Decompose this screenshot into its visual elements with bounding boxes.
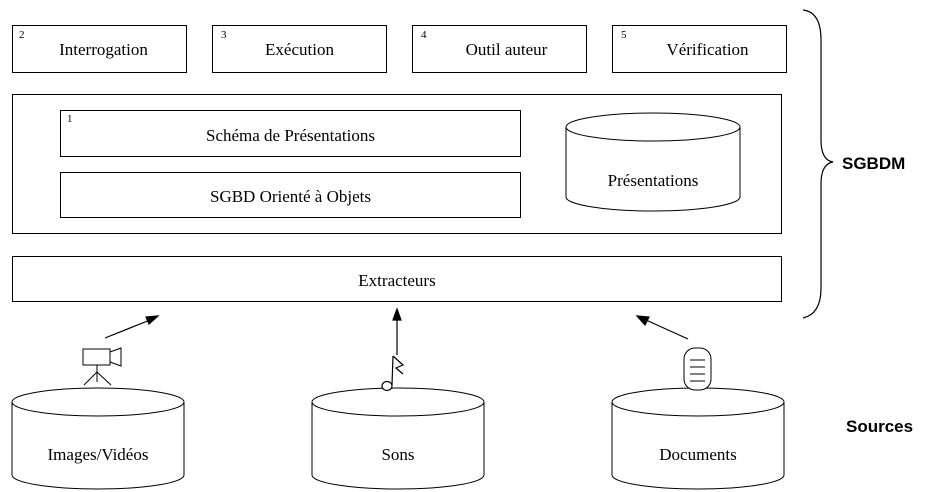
sons-cylinder	[311, 387, 485, 490]
sgbd-label: SGBD Orienté à Objets	[209, 187, 371, 206]
documents-cylinder	[611, 387, 785, 490]
presentations-cylinder	[565, 112, 741, 212]
extractors-box: Extracteurs	[12, 256, 782, 302]
module-number: 2	[19, 29, 25, 41]
module-execution: 3 Exécution	[212, 25, 387, 73]
module-interrogation: 2 Interrogation	[12, 25, 187, 73]
music-note-icon	[381, 355, 405, 392]
schema-box: 1 Schéma de Présentations	[60, 110, 521, 157]
module-label: Exécution	[265, 40, 334, 59]
module-number: 3	[221, 29, 227, 41]
sgbd-box: SGBD Orienté à Objets	[60, 172, 521, 218]
presentations-store-label: Présentations	[607, 171, 699, 190]
source-label-images-videos: Images/Vidéos	[47, 445, 149, 464]
module-label: Outil auteur	[465, 40, 548, 59]
images-videos-cylinder	[11, 387, 185, 490]
source-label-sons: Sons	[381, 445, 415, 464]
arrow-sons	[392, 307, 402, 355]
arrow-documents	[635, 315, 689, 340]
sgbdm-label: SGBDM	[842, 154, 906, 173]
module-number: 5	[621, 29, 627, 41]
module-label: Interrogation	[59, 40, 148, 59]
module-verification: 5 Vérification	[612, 25, 787, 73]
schema-number: 1	[67, 113, 73, 125]
camera-icon	[82, 347, 122, 386]
module-label: Vérification	[666, 40, 749, 59]
document-icon	[683, 347, 712, 391]
module-outil-auteur: 4 Outil auteur	[412, 25, 587, 73]
sgbdm-brace	[802, 9, 834, 319]
extractors-label: Extracteurs	[358, 271, 436, 290]
schema-label: Schéma de Présentations	[205, 126, 375, 145]
source-label-documents: Documents	[659, 445, 737, 464]
sources-label: Sources	[846, 417, 914, 436]
arrow-images	[104, 315, 160, 339]
module-number: 4	[421, 29, 427, 41]
